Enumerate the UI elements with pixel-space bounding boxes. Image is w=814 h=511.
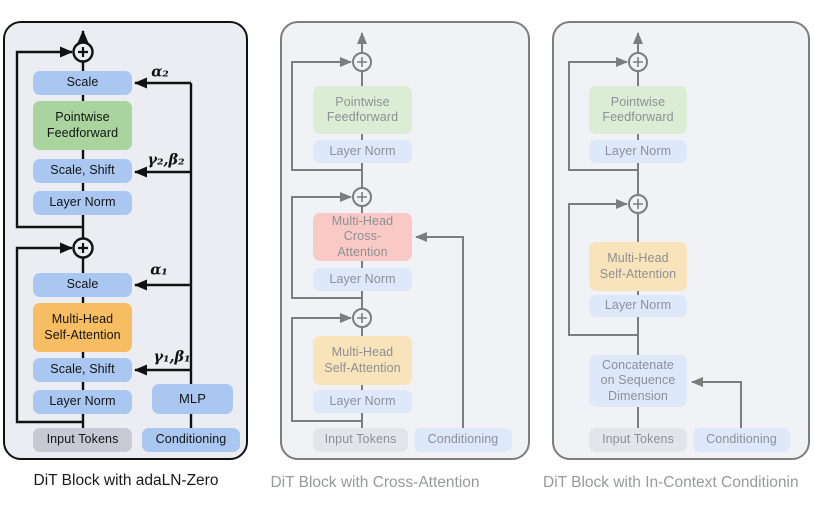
alpha2-label: α₂	[151, 63, 169, 81]
pointwise-feedforward-box: Pointwise Feedforward	[589, 86, 687, 134]
conditioning-box: Conditioning	[414, 428, 512, 452]
box-label: Scale	[66, 75, 99, 90]
layer-norm-box-upper: Layer Norm	[33, 191, 132, 215]
layer-norm-box-lower: Layer Norm	[33, 390, 132, 414]
box-label: Conditioning	[706, 432, 777, 447]
pointwise-feedforward-box: Pointwise Feedforward	[33, 101, 132, 150]
layer-norm-box-mid: Layer Norm	[313, 268, 412, 291]
box-label: Multi-Head Cross-Attention	[331, 214, 394, 259]
box-label: Pointwise Feedforward	[602, 94, 674, 124]
plus-icon	[78, 243, 88, 253]
box-label: Input Tokens	[46, 432, 119, 447]
input-tokens-box: Input Tokens	[589, 428, 687, 452]
layer-norm-box-top: Layer Norm	[589, 140, 687, 163]
layer-norm-box-bottom: Layer Norm	[313, 390, 412, 413]
layer-norm-box-bottom: Layer Norm	[589, 295, 687, 317]
input-tokens-box: Input Tokens	[313, 428, 408, 452]
box-label: Pointwise Feedforward	[326, 94, 399, 124]
box-label: Layer Norm	[329, 143, 396, 158]
conditioning-box: Conditioning	[142, 428, 240, 452]
residual-skip-cross-attn	[291, 192, 362, 299]
in-context-panel-caption: DiT Block with In-Context Conditionin	[543, 474, 799, 491]
cross-attention-panel-caption: DiT Block with Cross-Attention	[270, 474, 480, 491]
box-label: Input Tokens	[602, 432, 674, 447]
box-label: Input Tokens	[324, 432, 397, 447]
gamma1-beta1-label: γ₁,β₁	[153, 348, 191, 366]
adaln-sum-nodes	[72, 41, 94, 259]
input-tokens-box: Input Tokens	[33, 428, 132, 452]
residual-skip-lower	[15, 242, 83, 424]
plus-icon	[78, 47, 88, 57]
box-label: Scale, Shift	[50, 163, 115, 178]
box-label: Layer Norm	[49, 195, 116, 210]
residual-skip-upper	[15, 46, 83, 229]
box-label: Multi-Head Self-Attention	[599, 251, 677, 281]
box-label: Concatenate on Sequence Dimension	[600, 358, 676, 403]
box-label: Scale, Shift	[50, 362, 115, 377]
residual-skip-ff	[291, 57, 362, 171]
box-label: Layer Norm	[49, 394, 116, 409]
box-label: Conditioning	[155, 432, 227, 447]
box-label: Layer Norm	[604, 143, 672, 158]
scale-box-lower: Scale	[33, 273, 132, 297]
scale-shift-box-lower: Scale, Shift	[33, 358, 132, 382]
plus-icon	[633, 57, 643, 67]
scale-box-upper: Scale	[33, 71, 132, 95]
plus-icon	[633, 199, 643, 209]
residual-skip-ff	[568, 57, 638, 171]
cross-attention-sum-nodes	[352, 52, 372, 328]
multi-head-self-attention-box: Multi-Head Self-Attention	[589, 242, 687, 291]
in-context-sum-nodes	[628, 52, 648, 214]
plus-icon	[357, 192, 367, 202]
box-label: Scale	[66, 277, 99, 292]
gamma2-beta2-label: γ₂,β₂	[147, 151, 185, 169]
plus-icon	[357, 313, 367, 323]
layer-norm-box-top: Layer Norm	[313, 140, 412, 163]
box-label: Layer Norm	[329, 393, 396, 408]
mlp-box: MLP	[152, 384, 233, 414]
residual-skip-self-attn	[568, 199, 638, 336]
box-label: MLP	[178, 391, 207, 407]
residual-skip-self-attn	[291, 313, 362, 422]
box-label: Layer Norm	[604, 298, 672, 313]
plus-icon	[357, 57, 367, 67]
conditioning-box: Conditioning	[693, 428, 790, 452]
scale-shift-box-upper: Scale, Shift	[33, 159, 132, 183]
multi-head-self-attention-box: Multi-Head Self-Attention	[33, 303, 132, 352]
conditioning-line	[691, 377, 742, 428]
box-label: Pointwise Feedforward	[46, 110, 119, 140]
box-label: Conditioning	[427, 432, 499, 447]
box-label: Multi-Head Self-Attention	[324, 345, 401, 375]
box-label: Multi-Head Self-Attention	[44, 312, 121, 342]
box-label: Layer Norm	[329, 271, 396, 286]
alpha1-label: α₁	[150, 261, 168, 279]
adaln-panel-caption: DiT Block with adaLN-Zero	[33, 472, 219, 489]
multi-head-cross-attention-box: Multi-Head Cross-Attention	[313, 213, 412, 261]
multi-head-self-attention-box: Multi-Head Self-Attention	[313, 336, 412, 385]
conditioning-line	[415, 232, 464, 428]
concatenate-box: Concatenate on Sequence Dimension	[589, 355, 687, 407]
pointwise-feedforward-box: Pointwise Feedforward	[313, 86, 412, 134]
